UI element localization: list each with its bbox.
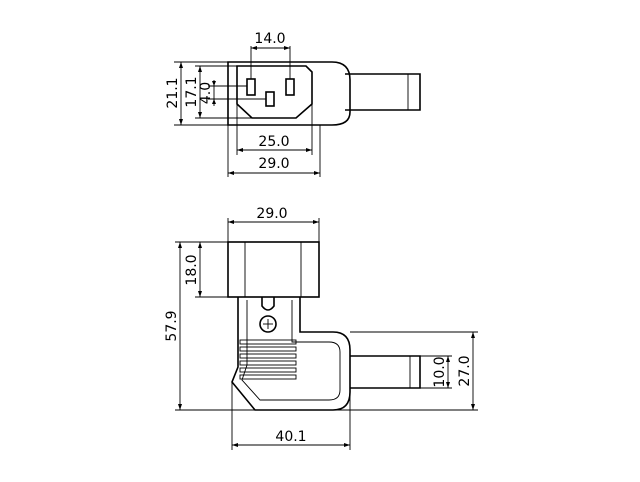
side-view-cable — [350, 355, 421, 389]
side-view-notch — [261, 297, 275, 311]
dim-pin-spacing: 14.0 — [254, 31, 285, 47]
dim-pin-offset: 4.0 — [198, 82, 214, 104]
pin-right — [285, 78, 295, 96]
pin-earth — [265, 91, 275, 107]
side-view-head — [227, 241, 320, 298]
top-view-cable — [345, 73, 421, 111]
top-view: 14.0 21.1 17.1 4.0 25.0 2 — [165, 31, 421, 177]
dim-inner-height: 17.1 — [184, 76, 200, 107]
dim-outer-height: 21.1 — [165, 77, 181, 108]
grip-ribs — [239, 339, 297, 380]
side-view-body-inner — [241, 300, 341, 401]
dim-total-width: 40.1 — [275, 429, 306, 445]
dim-head-height: 18.0 — [184, 254, 200, 285]
side-view-body — [231, 297, 351, 411]
top-view-socket — [236, 65, 313, 119]
pin-left — [246, 78, 256, 96]
dim-cable-diameter: 10.0 — [432, 356, 448, 387]
top-view-housing — [227, 61, 351, 126]
dim-total-height: 57.9 — [164, 310, 180, 341]
screw-icon — [259, 315, 277, 333]
side-view: 29.0 18.0 57.9 10.0 27.0 — [164, 206, 478, 450]
dim-outer-width: 29.0 — [258, 156, 289, 172]
dim-cable-height: 27.0 — [457, 355, 473, 386]
dim-top-width: 29.0 — [256, 206, 287, 222]
dim-inner-width: 25.0 — [258, 134, 289, 150]
